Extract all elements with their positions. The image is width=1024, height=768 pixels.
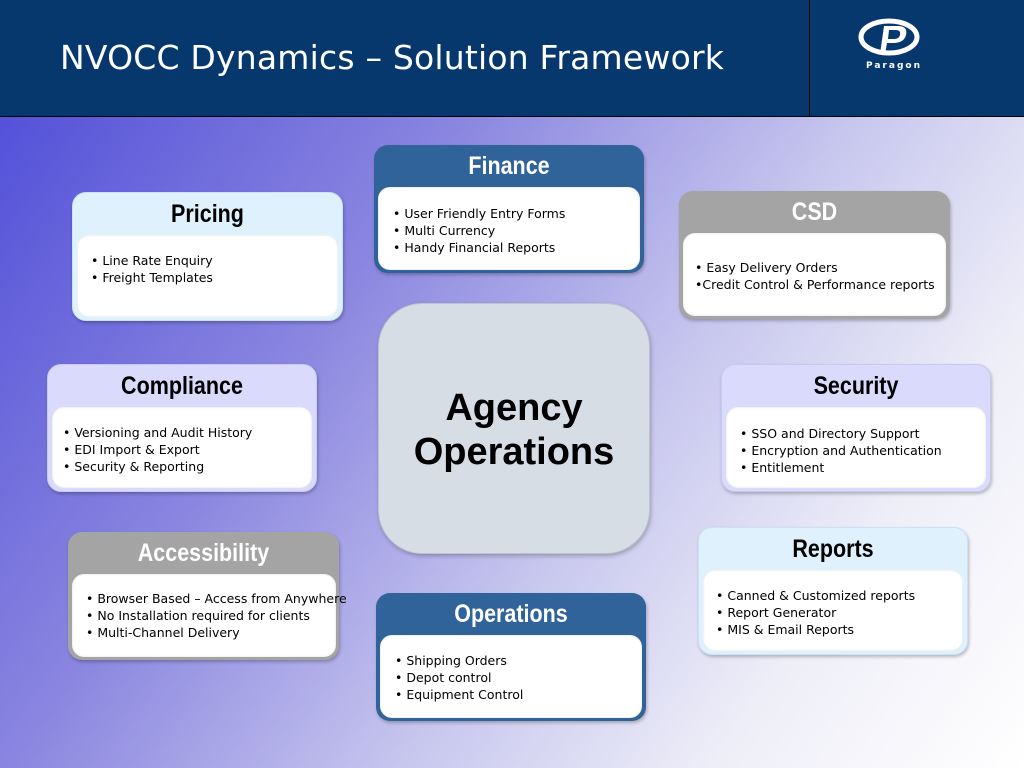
accessibility-list: • Browser Based – Access from Anywhere •… — [72, 574, 347, 641]
list-item: •Credit Control & Performance reports — [695, 277, 935, 292]
pricing-body: • Line Rate Enquiry • Freight Templates — [77, 235, 338, 317]
operations-card: Operations • Shipping Orders • Depot con… — [376, 593, 646, 721]
header-divider — [809, 0, 810, 116]
csd-body: • Easy Delivery Orders •Credit Control &… — [683, 233, 946, 316]
list-item: • Depot control — [395, 670, 492, 685]
operations-body: • Shipping Orders • Depot control • Equi… — [380, 635, 642, 718]
list-item: • Encryption and Authentication — [740, 443, 942, 458]
finance-title: Finance — [468, 152, 550, 180]
list-item: • EDI Import & Export — [63, 442, 200, 457]
list-item: • Multi Currency — [393, 223, 496, 238]
operations-title: Operations — [454, 600, 568, 628]
reports-body: • Canned & Customized reports • Report G… — [703, 570, 963, 651]
list-item: • Report Generator — [716, 605, 837, 620]
reports-card: Reports • Canned & Customized reports • … — [698, 527, 968, 655]
pricing-list: • Line Rate Enquiry • Freight Templates — [77, 235, 338, 286]
accessibility-body: • Browser Based – Access from Anywhere •… — [72, 574, 347, 657]
hub-label-line2: Operations — [413, 431, 615, 473]
paragon-logo-icon — [858, 18, 920, 56]
agency-operations-hub: Agency Operations — [378, 303, 650, 554]
compliance-body: • Versioning and Audit History • EDI Imp… — [52, 407, 312, 488]
pricing-title: Pricing — [171, 200, 244, 228]
accessibility-card: Accessibility • Browser Based – Access f… — [68, 532, 347, 660]
list-item: • Shipping Orders — [395, 653, 507, 668]
slide-title: NVOCC Dynamics – Solution Framework — [60, 38, 725, 77]
compliance-title: Compliance — [121, 372, 243, 400]
list-item: • Equipment Control — [395, 687, 524, 702]
compliance-card: Compliance • Versioning and Audit Histor… — [47, 364, 317, 492]
security-title: Security — [813, 372, 899, 400]
security-list: • SSO and Directory Support • Encryption… — [726, 407, 986, 476]
compliance-list: • Versioning and Audit History • EDI Imp… — [52, 407, 312, 475]
slide-header: NVOCC Dynamics – Solution Framework Para… — [0, 0, 1024, 117]
hub-label-line1: Agency — [445, 387, 583, 429]
reports-list: • Canned & Customized reports • Report G… — [703, 570, 963, 638]
logo-wordmark: Paragon — [866, 61, 922, 71]
list-item: • Easy Delivery Orders — [695, 260, 838, 275]
list-item: • Versioning and Audit History — [63, 425, 253, 440]
list-item: • Security & Reporting — [63, 459, 205, 474]
reports-title: Reports — [792, 535, 874, 563]
list-item: • Handy Financial Reports — [393, 240, 556, 255]
list-item: • Multi-Channel Delivery — [86, 625, 240, 640]
csd-card: CSD • Easy Delivery Orders •Credit Contr… — [679, 191, 950, 319]
list-item: • MIS & Email Reports — [716, 622, 855, 637]
security-card: Security • SSO and Directory Support • E… — [721, 364, 991, 492]
finance-body: • User Friendly Entry Forms • Multi Curr… — [378, 187, 640, 270]
accessibility-title: Accessibility — [137, 539, 270, 567]
list-item: • Entitlement — [740, 460, 825, 475]
csd-title: CSD — [791, 198, 838, 226]
list-item: • User Friendly Entry Forms — [393, 206, 566, 221]
operations-list: • Shipping Orders • Depot control • Equi… — [380, 635, 642, 703]
list-item: • Line Rate Enquiry — [91, 253, 213, 268]
list-item: • SSO and Directory Support — [740, 426, 920, 441]
finance-card: Finance • User Friendly Entry Forms • Mu… — [374, 145, 644, 273]
list-item: • Freight Templates — [91, 270, 213, 285]
pricing-card: Pricing • Line Rate Enquiry • Freight Te… — [72, 192, 343, 321]
list-item: • No Installation required for clients — [86, 608, 310, 623]
hub-label: Agency Operations — [379, 386, 649, 474]
security-body: • SSO and Directory Support • Encryption… — [726, 407, 986, 488]
finance-list: • User Friendly Entry Forms • Multi Curr… — [378, 187, 640, 256]
csd-list: • Easy Delivery Orders •Credit Control &… — [683, 233, 946, 293]
list-item: • Browser Based – Access from Anywhere — [86, 591, 347, 606]
list-item: • Canned & Customized reports — [716, 588, 916, 603]
